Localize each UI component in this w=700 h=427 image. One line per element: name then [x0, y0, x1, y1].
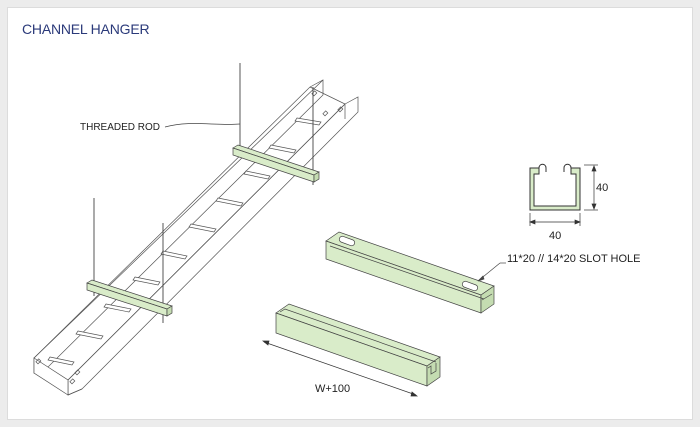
- profile-width-label: 40: [549, 230, 561, 242]
- length-channel: [275, 303, 441, 387]
- threaded-rod-leader: [164, 123, 241, 128]
- ladder-rungs: [47, 117, 322, 366]
- threaded-rod-label: THREADED ROD: [80, 122, 160, 133]
- channel-section-profile: [529, 163, 581, 211]
- upper-hanger-channel: [232, 144, 320, 183]
- slot-hole-leader: [477, 262, 506, 282]
- profile-height-label: 40: [596, 182, 608, 194]
- slotted-channel: [325, 231, 495, 314]
- length-dimension: [262, 340, 418, 397]
- profile-dimensions: [529, 164, 598, 226]
- page-title: CHANNEL HANGER: [22, 21, 150, 37]
- lower-hanger-channel: [86, 279, 173, 317]
- length-label: W+100: [315, 383, 350, 395]
- slot-hole-label: 11*20 // 14*20 SLOT HOLE: [507, 253, 641, 265]
